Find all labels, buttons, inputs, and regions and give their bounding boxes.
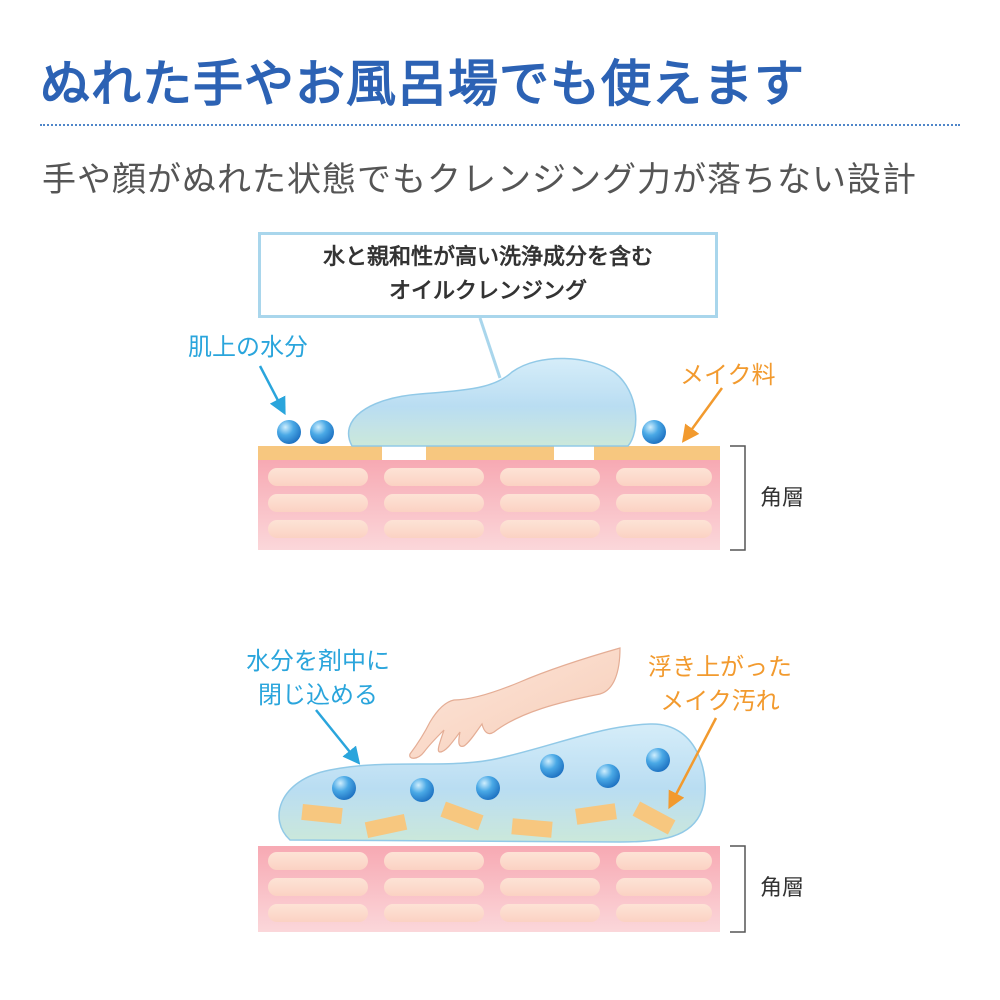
bottom-skin-layer: [258, 846, 720, 932]
oil-callout-box: 水と親和性が高い洗浄成分を含む オイルクレンジング: [258, 232, 718, 318]
label-trapped-water-line-2: 閉じ込める: [258, 681, 378, 709]
label-lifted-makeup-line-1: 浮き上がった: [648, 653, 792, 681]
layer-bracket-bottom: [730, 845, 746, 933]
layer-bracket-top: [730, 445, 746, 551]
label-lifted-makeup-line-2: メイク汚れ: [660, 687, 780, 715]
makeup-arrow-top: [681, 387, 724, 443]
water-arrow-bottom: [315, 709, 361, 765]
label-makeup: メイク料: [680, 361, 776, 389]
top-water-droplets: [277, 420, 666, 444]
label-skin-water: 肌上の水分: [188, 333, 308, 361]
label-lifted-makeup: 浮き上がった メイク汚れ: [648, 650, 792, 718]
water-arrow-top: [258, 365, 286, 416]
top-makeup-layer: [258, 446, 720, 460]
label-stratum-corneum-top: 角層: [760, 486, 805, 511]
callout-pointer: [478, 317, 502, 379]
label-trapped-water: 水分を剤中に 閉じ込める: [246, 644, 390, 712]
top-skin-layer: [258, 460, 720, 550]
callout-line-2: オイルクレンジング: [388, 279, 587, 304]
makeup-arrow-bottom: [668, 717, 718, 810]
title-divider: [40, 124, 960, 126]
page-subtitle: 手や顔がぬれた状態でもクレンジング力が落ちない設計: [42, 160, 917, 200]
hand-illustration: [409, 647, 621, 759]
label-trapped-water-line-1: 水分を剤中に: [246, 647, 390, 675]
page-title: ぬれた手やお風呂場でも使えます: [40, 54, 805, 113]
callout-line-1: 水と親和性が高い洗浄成分を含む: [322, 245, 653, 270]
top-oil-blob: [347, 357, 637, 447]
label-stratum-corneum-bottom: 角層: [760, 876, 805, 901]
floating-makeup-particles: [301, 801, 676, 838]
trapped-water-droplets: [332, 748, 670, 802]
